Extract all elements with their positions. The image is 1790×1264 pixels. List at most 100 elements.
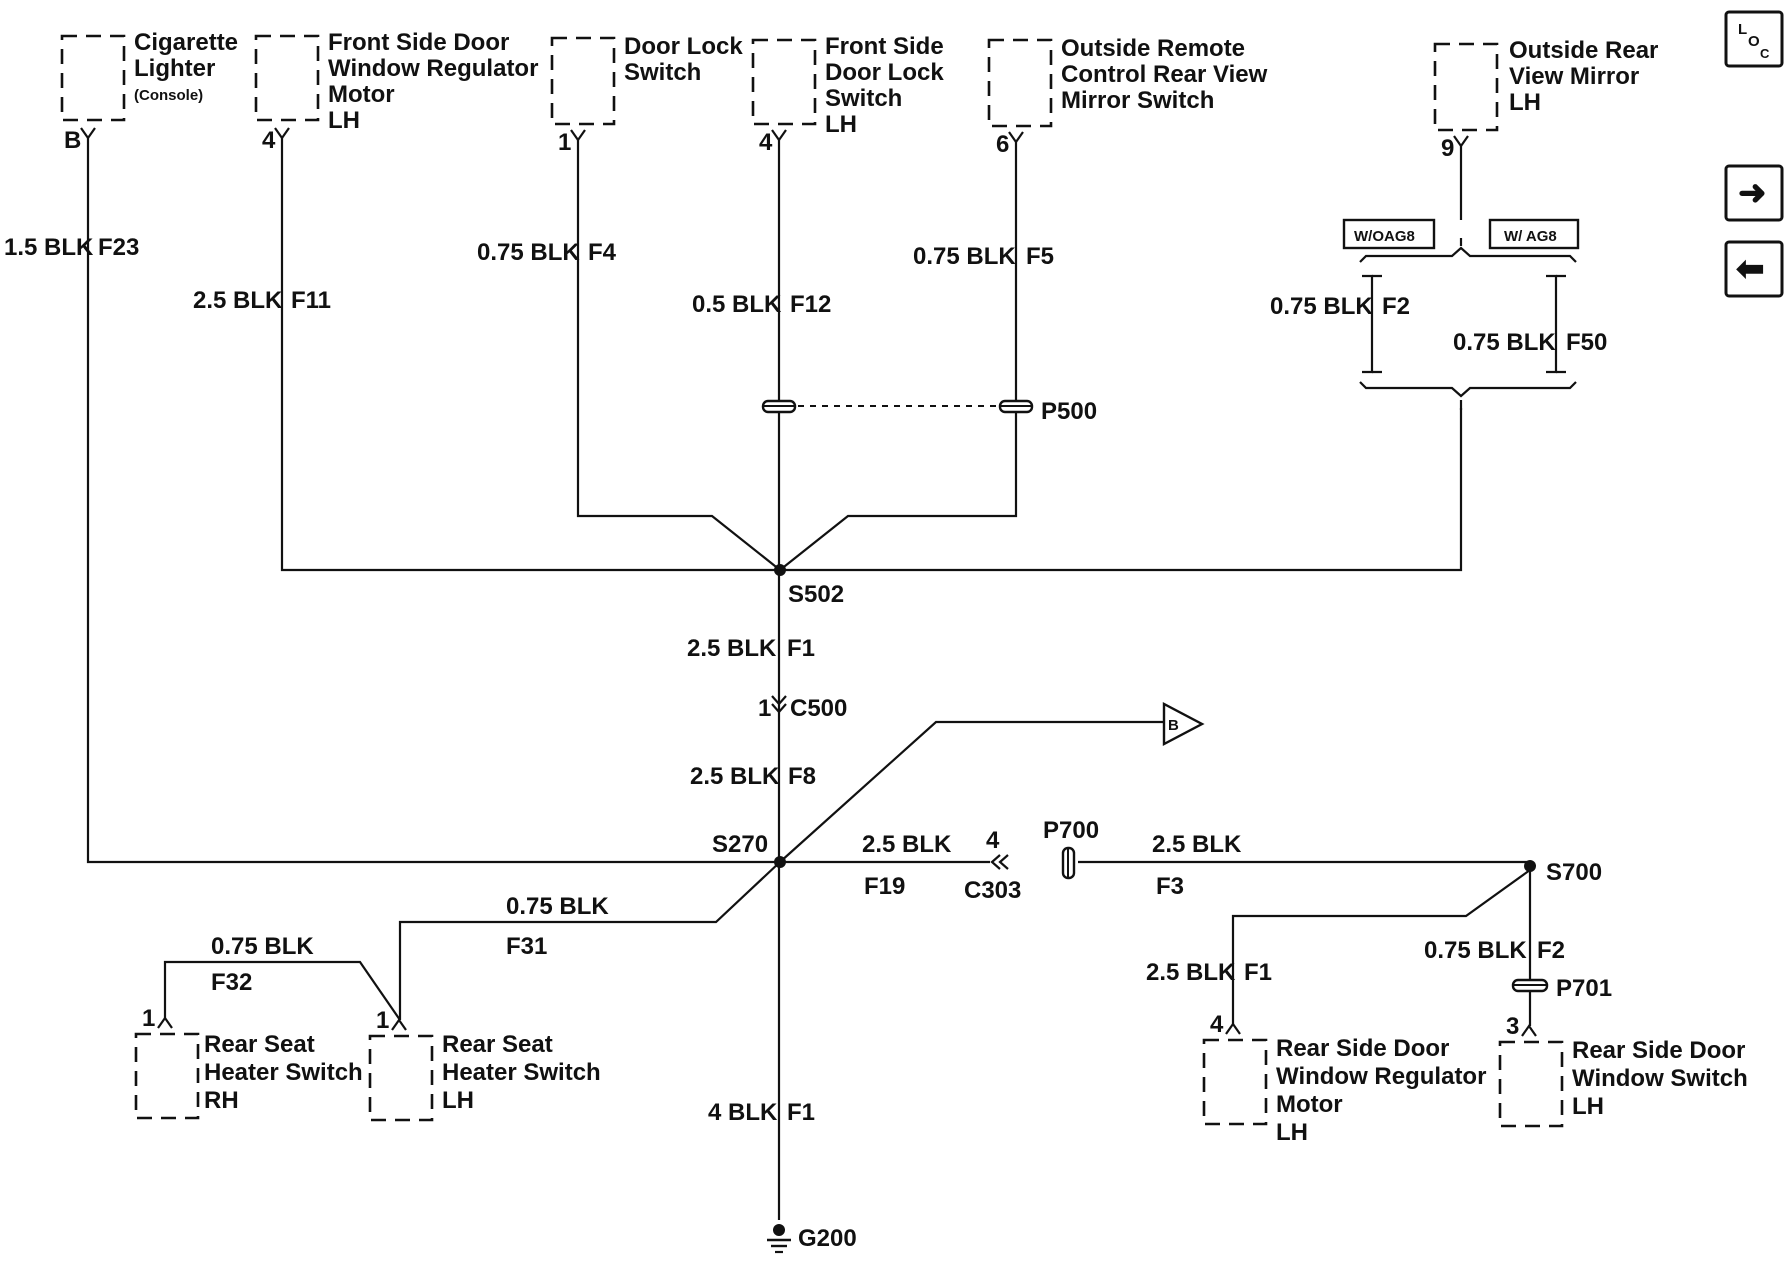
f2-rear-spec: 0.75 BLK bbox=[1424, 937, 1527, 964]
door-lock-switch-box[interactable] bbox=[550, 36, 616, 126]
heater-rh-label-1: Rear Seat bbox=[204, 1031, 315, 1058]
outside-mirror-label-1: Outside Rear bbox=[1509, 37, 1658, 64]
p700-label: P700 bbox=[1043, 817, 1099, 844]
outside-mirror-pin: 9 bbox=[1441, 135, 1454, 162]
heater-rh-pin: 1 bbox=[142, 1005, 155, 1032]
p500-label: P500 bbox=[1041, 398, 1097, 425]
loc-letter-c: C bbox=[1760, 46, 1770, 61]
f1-upper-circuit: F1 bbox=[787, 635, 815, 662]
s502-label: S502 bbox=[788, 581, 844, 608]
heater-lh-label-3: LH bbox=[442, 1087, 474, 1114]
offpage-arrow-icon[interactable] bbox=[1162, 702, 1205, 746]
rsd-motor-label-1: Rear Side Door bbox=[1276, 1035, 1449, 1062]
door-lock-label-1: Door Lock bbox=[624, 33, 743, 60]
option-with-ag8-label: W/ AG8 bbox=[1504, 228, 1557, 245]
door-lock-pin: 1 bbox=[558, 129, 571, 156]
f4-spec: 0.75 BLK bbox=[477, 239, 580, 266]
f4-circuit: F4 bbox=[588, 239, 617, 266]
front-door-window-motor-box[interactable] bbox=[254, 34, 320, 122]
rear-door-window-switch-box[interactable] bbox=[1498, 1040, 1564, 1128]
door-lock-label-2: Switch bbox=[624, 59, 701, 86]
rsd-motor-pin: 4 bbox=[1210, 1011, 1224, 1038]
p700-connector-symbol bbox=[1061, 846, 1076, 880]
mirror-switch-label-3: Mirror Switch bbox=[1061, 87, 1214, 114]
fsd-motor-label-1: Front Side Door bbox=[328, 29, 509, 56]
f2-mirror-circuit: F2 bbox=[1382, 293, 1410, 320]
loc-letter-l: L bbox=[1738, 21, 1747, 38]
lighter-label-1: Cigarette bbox=[134, 29, 238, 56]
fsd-lock-label-1: Front Side bbox=[825, 33, 944, 60]
outside-mirror-label-3: LH bbox=[1509, 89, 1541, 116]
heater-lh-label-1: Rear Seat bbox=[442, 1031, 553, 1058]
arrow-right-icon: ➜ bbox=[1738, 174, 1767, 212]
f8-spec: 2.5 BLK bbox=[690, 763, 780, 790]
splice-s270-dot bbox=[774, 856, 786, 868]
c500-connector-symbol bbox=[771, 695, 787, 714]
fsd-lock-label-4: LH bbox=[825, 111, 857, 138]
p701-label: P701 bbox=[1556, 975, 1612, 1002]
p701-connector-symbol bbox=[1511, 978, 1549, 993]
fsd-motor-label-4: LH bbox=[328, 107, 360, 134]
fsd-lock-pin: 4 bbox=[759, 129, 773, 156]
f3-circuit: F3 bbox=[1156, 873, 1184, 900]
location-view-button[interactable]: L O C bbox=[1724, 10, 1784, 68]
rear-seat-heater-lh-box[interactable] bbox=[368, 1034, 434, 1122]
mirror-switch-box[interactable] bbox=[987, 38, 1053, 128]
lighter-pin: B bbox=[64, 127, 81, 154]
fsd-motor-pin: 4 bbox=[262, 127, 276, 154]
f1-rear-circuit: F1 bbox=[1244, 959, 1272, 986]
c500-pin: 1 bbox=[758, 695, 771, 722]
f12-spec: 0.5 BLK bbox=[692, 291, 782, 318]
mirror-switch-pin: 6 bbox=[996, 131, 1009, 158]
lighter-label-3: (Console) bbox=[134, 87, 203, 104]
offpage-label: B bbox=[1168, 717, 1179, 734]
f2-rear-circuit: F2 bbox=[1537, 937, 1565, 964]
f31-circuit: F31 bbox=[506, 933, 547, 960]
outside-mirror-label-2: View Mirror bbox=[1509, 63, 1639, 90]
front-door-lock-switch-box[interactable] bbox=[751, 38, 817, 126]
option-without-ag8-box[interactable] bbox=[1342, 218, 1436, 250]
fsd-motor-label-2: Window Regulator bbox=[328, 55, 538, 82]
heater-lh-pin: 1 bbox=[376, 1007, 389, 1034]
f8-circuit: F8 bbox=[788, 763, 816, 790]
rsd-motor-label-2: Window Regulator bbox=[1276, 1063, 1486, 1090]
next-page-button[interactable]: ➜ bbox=[1724, 164, 1784, 222]
c303-label: C303 bbox=[964, 877, 1021, 904]
f1-ground-spec: 4 BLK bbox=[708, 1099, 778, 1126]
previous-page-button[interactable]: ⬅ bbox=[1724, 240, 1784, 298]
f31-spec: 0.75 BLK bbox=[506, 893, 609, 920]
f50-circuit: F50 bbox=[1566, 329, 1607, 356]
option-with-ag8-box[interactable] bbox=[1488, 218, 1580, 250]
rsd-switch-pin: 3 bbox=[1506, 1013, 1519, 1040]
lighter-label-2: Lighter bbox=[134, 55, 215, 82]
rear-seat-heater-rh-box[interactable] bbox=[134, 1032, 200, 1120]
f2-mirror-spec: 0.75 BLK bbox=[1270, 293, 1373, 320]
rsd-switch-label-2: Window Switch bbox=[1572, 1065, 1748, 1092]
cigarette-lighter-box[interactable] bbox=[60, 34, 126, 122]
outside-mirror-box[interactable] bbox=[1433, 42, 1499, 132]
c303-connector-symbol bbox=[990, 854, 1009, 870]
ground-icon bbox=[767, 1224, 791, 1254]
rsd-motor-label-3: Motor bbox=[1276, 1091, 1343, 1118]
option-without-ag8-label: W/OAG8 bbox=[1354, 228, 1415, 245]
c500-label: C500 bbox=[790, 695, 847, 722]
rear-door-window-motor-box[interactable] bbox=[1202, 1038, 1268, 1126]
s700-label: S700 bbox=[1546, 859, 1602, 886]
f32-spec: 0.75 BLK bbox=[211, 933, 314, 960]
ground-label: G200 bbox=[798, 1225, 857, 1252]
heater-rh-label-3: RH bbox=[204, 1087, 239, 1114]
splice-s502-dot bbox=[774, 564, 786, 576]
f3-spec: 2.5 BLK bbox=[1152, 831, 1242, 858]
f50-spec: 0.75 BLK bbox=[1453, 329, 1556, 356]
rsd-switch-label-3: LH bbox=[1572, 1093, 1604, 1120]
heater-lh-label-2: Heater Switch bbox=[442, 1059, 601, 1086]
f11-spec: 2.5 BLK bbox=[193, 287, 283, 314]
f5-spec: 0.75 BLK bbox=[913, 243, 1016, 270]
f11-circuit: F11 bbox=[291, 287, 331, 314]
mirror-switch-label-2: Control Rear View bbox=[1061, 61, 1268, 88]
f1-ground-circuit: F1 bbox=[787, 1099, 815, 1126]
rsd-switch-label-1: Rear Side Door bbox=[1572, 1037, 1745, 1064]
f19-circuit: F19 bbox=[864, 873, 905, 900]
f19-spec: 2.5 BLK bbox=[862, 831, 952, 858]
